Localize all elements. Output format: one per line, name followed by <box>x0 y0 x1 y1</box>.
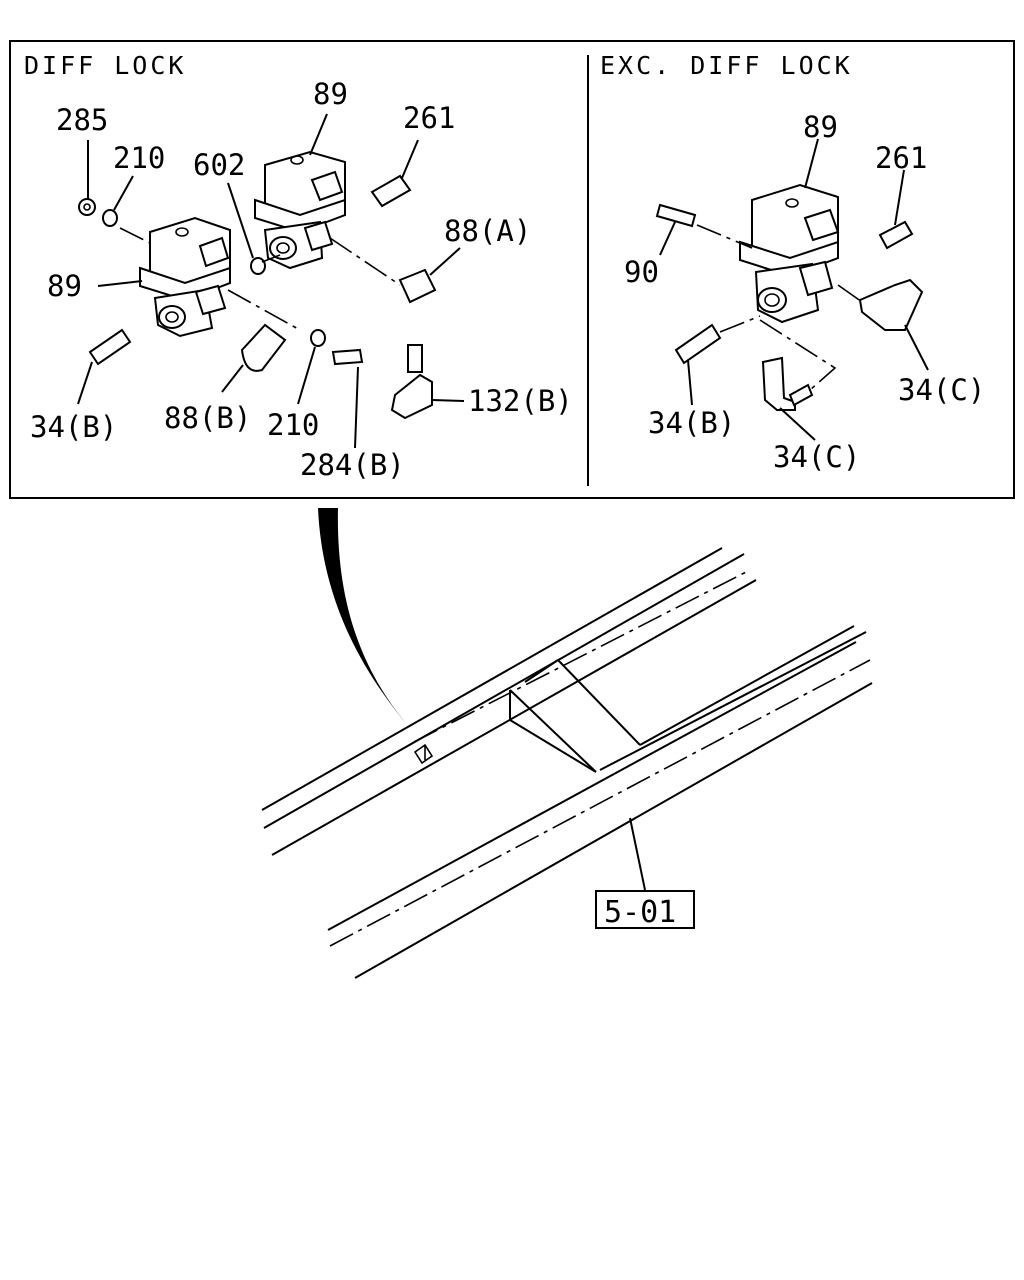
leaders-left <box>77 113 465 449</box>
label-34c-bottom: 34(C) <box>773 440 860 474</box>
panel-frame <box>9 40 1015 499</box>
chassis-frame <box>261 547 873 979</box>
label-132b: 132(B) <box>468 384 573 418</box>
label-88b: 88(B) <box>164 401 251 435</box>
valve-89-right <box>739 183 840 324</box>
sensor-marker <box>413 743 434 765</box>
label-34b-right: 34(B) <box>648 406 735 440</box>
label-261: 261 <box>403 101 455 135</box>
reference-label: 5-01 <box>604 895 676 930</box>
label-89-right: 89 <box>803 110 838 144</box>
label-89-top: 89 <box>313 77 348 111</box>
label-602: 602 <box>193 148 245 182</box>
label-34b-left: 34(B) <box>30 410 117 444</box>
washer-210-bottom <box>310 329 326 347</box>
reference-leader <box>629 817 646 891</box>
panel-title-exc-diff-lock: EXC. DIFF LOCK <box>600 51 853 80</box>
elbow-88b <box>240 323 287 372</box>
label-285: 285 <box>56 103 108 137</box>
label-89-left: 89 <box>47 269 82 303</box>
valve-89-upper <box>254 150 346 270</box>
elbow-34c-right <box>858 278 924 331</box>
bolt-284b <box>331 348 364 366</box>
label-210-top: 210 <box>113 141 165 175</box>
washer-210-top <box>102 209 118 227</box>
panel-title-diff-lock: DIFF LOCK <box>24 51 186 80</box>
pointer-arc <box>318 508 410 728</box>
connector-34b <box>88 328 132 366</box>
label-261-right: 261 <box>875 141 927 175</box>
label-210-bottom: 210 <box>267 408 319 442</box>
plug-261 <box>370 174 412 208</box>
label-34c-right: 34(C) <box>898 373 985 407</box>
elbow-34c-bottom <box>761 356 796 411</box>
connector-34b-right <box>674 323 722 365</box>
label-90: 90 <box>624 255 659 289</box>
label-88a: 88(A) <box>444 214 531 248</box>
bolt-90 <box>655 203 697 228</box>
label-284b: 284(B) <box>300 448 405 482</box>
reference-box <box>595 890 695 929</box>
nut-285 <box>78 198 96 216</box>
plug-261-right <box>878 220 914 250</box>
leaders-right <box>659 138 929 441</box>
fitting-88a <box>398 268 437 304</box>
valve-89-lower <box>139 216 231 338</box>
o-ring-602 <box>250 257 266 275</box>
tee-132b <box>390 373 433 420</box>
